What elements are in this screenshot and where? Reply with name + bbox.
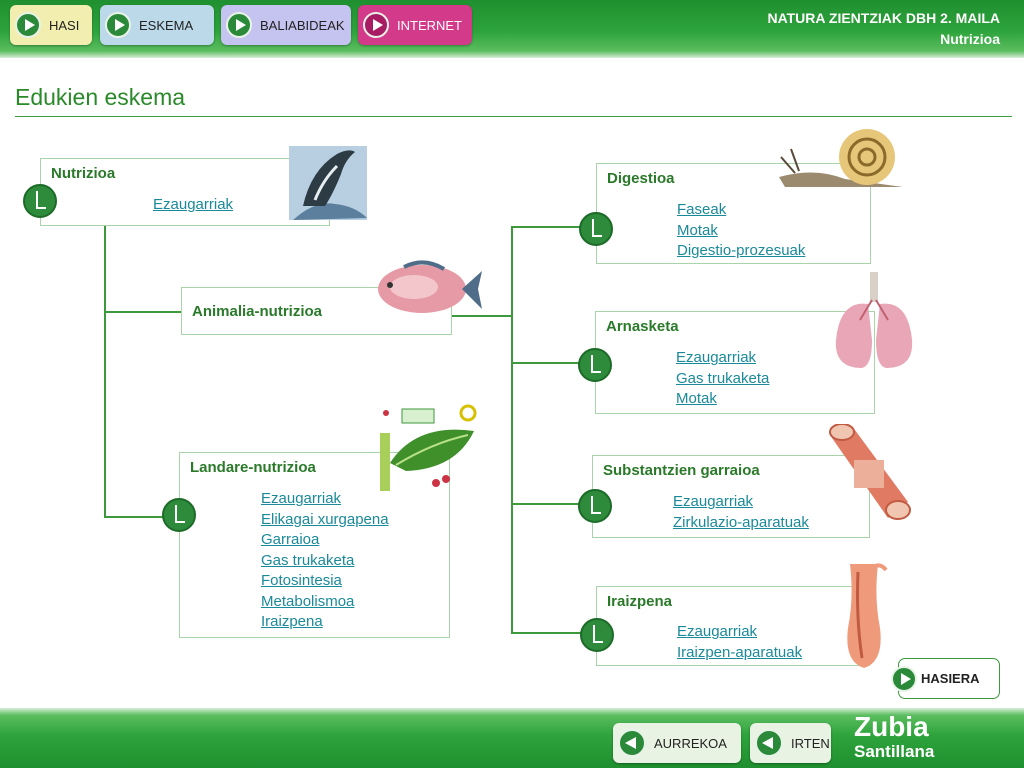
substantzien-links: Ezaugarriak Zirkulazio-aparatuak	[673, 492, 809, 533]
play-icon	[15, 12, 41, 38]
link-fotosintesia[interactable]: Fotosintesia	[261, 572, 342, 589]
connector-line	[511, 226, 596, 228]
aurrekoa-button[interactable]: AURREKOA	[613, 723, 741, 763]
link-garraioa[interactable]: Garraioa	[261, 531, 320, 548]
connector-line	[104, 226, 106, 518]
bottom-bar	[0, 708, 1024, 768]
iraizpena-box	[596, 586, 870, 666]
course-title-line1: NATURA ZIENTZIAK DBH 2. MAILA	[767, 10, 1000, 26]
internet-label: INTERNET	[397, 17, 462, 33]
connector-line	[104, 311, 181, 313]
link-digestio-prozesuak[interactable]: Digestio-prozesuak	[677, 242, 806, 259]
eskema-button[interactable]: ESKEMA	[100, 5, 214, 45]
link-gas-trukaketa[interactable]: Gas trukaketa	[261, 551, 355, 569]
substantzien-garraioa-title: Substantzien garraioa	[603, 462, 760, 479]
brand-line1: Zubia	[854, 711, 929, 742]
arnasketa-links: Ezaugarriak Gas trukaketa Motak	[676, 348, 769, 410]
connector-line	[511, 632, 596, 634]
hasi-label: HASI	[49, 17, 80, 33]
iraizpena-links: Ezaugarriak Iraizpen-aparatuak	[677, 622, 802, 663]
landare-nutrizioa-title: Landare-nutrizioa	[190, 459, 316, 476]
aurrekoa-label: AURREKOA	[654, 735, 727, 751]
baliabideak-label: BALIABIDEAK	[260, 17, 345, 33]
landare-nutrizioa-box	[179, 452, 450, 638]
irten-button[interactable]: IRTEN	[750, 723, 831, 763]
brand-logo: Zubia Santillana	[854, 712, 934, 762]
iraizpena-title: Iraizpena	[607, 593, 673, 610]
play-icon	[891, 666, 917, 692]
digestioa-links: Faseak Motak Digestio-prozesuak	[677, 200, 805, 262]
play-icon	[226, 12, 252, 38]
hand-pointer-icon[interactable]	[23, 184, 57, 218]
back-arrow-icon	[618, 729, 646, 757]
link-iraizpen-aparatuak[interactable]: Iraizpen-aparatuak	[677, 643, 803, 661]
fish-image	[378, 260, 482, 313]
page-title: Edukien eskema	[15, 84, 186, 110]
connector-line	[104, 516, 179, 518]
hasiera-button[interactable]: HASIERA	[891, 658, 1000, 699]
hasiera-label: HASIERA	[921, 671, 980, 686]
back-arrow-icon	[755, 729, 783, 757]
link-motak[interactable]: Motak	[676, 390, 717, 407]
landare-links: Ezaugarriak Elikagai xurgapena Garraioa …	[261, 489, 389, 633]
arnasketa-box	[595, 311, 875, 414]
link-faseak[interactable]: Faseak	[677, 201, 727, 218]
course-title: NATURA ZIENTZIAK DBH 2. MAILA Nutrizioa	[767, 8, 1000, 50]
connector-line	[452, 315, 512, 317]
eskema-label: ESKEMA	[139, 17, 194, 33]
snail-image	[779, 129, 903, 187]
blood-vessel-image	[829, 424, 911, 520]
animalia-nutrizioa-title: Animalia-nutrizioa	[192, 303, 323, 320]
link-ezaugarriak[interactable]: Ezaugarriak	[677, 623, 758, 640]
link-ezaugarriak[interactable]: Ezaugarriak	[153, 196, 234, 213]
link-iraizpena[interactable]: Iraizpena	[261, 613, 323, 630]
connector-line	[511, 362, 596, 364]
link-motak[interactable]: Motak	[677, 221, 718, 239]
irten-label: IRTEN	[791, 735, 830, 751]
nutrizioa-links: Ezaugarriak	[153, 195, 233, 216]
hasi-button[interactable]: HASI	[10, 5, 92, 45]
link-gas-trukaketa[interactable]: Gas trukaketa	[676, 369, 770, 387]
nutrizioa-title: Nutrizioa	[51, 165, 116, 182]
baliabideak-button[interactable]: BALIABIDEAK	[221, 5, 351, 45]
hand-pointer-icon[interactable]	[578, 489, 612, 523]
brand-line2: Santillana	[854, 742, 935, 761]
internet-button[interactable]: INTERNET	[358, 5, 472, 45]
hand-pointer-icon[interactable]	[580, 618, 614, 652]
substantzien-garraioa-box	[592, 455, 870, 538]
play-icon	[105, 12, 131, 38]
link-metabolismoa[interactable]: Metabolismoa	[261, 592, 355, 610]
course-title-line2: Nutrizioa	[940, 31, 1000, 47]
nutrizioa-box	[40, 158, 330, 226]
connector-line	[511, 226, 513, 634]
excretory-organ-image	[847, 563, 888, 668]
link-ezaugarriak[interactable]: Ezaugarriak	[673, 493, 754, 510]
play-icon	[363, 12, 389, 38]
digestioa-title: Digestioa	[607, 170, 675, 187]
hand-pointer-icon[interactable]	[162, 498, 196, 532]
leaf-image	[380, 404, 477, 491]
hand-pointer-icon[interactable]	[579, 212, 613, 246]
link-zirkulazio-aparatuak[interactable]: Zirkulazio-aparatuak	[673, 513, 809, 531]
hand-pointer-icon[interactable]	[578, 348, 612, 382]
link-elikagai-xurgapena[interactable]: Elikagai xurgapena	[261, 510, 389, 528]
link-ezaugarriak[interactable]: Ezaugarriak	[261, 490, 342, 507]
connector-line	[511, 503, 593, 505]
whale-image	[289, 146, 367, 220]
arnasketa-title: Arnasketa	[606, 318, 679, 335]
lungs-image	[835, 272, 913, 368]
title-divider	[15, 116, 1012, 117]
link-ezaugarriak[interactable]: Ezaugarriak	[676, 349, 757, 366]
